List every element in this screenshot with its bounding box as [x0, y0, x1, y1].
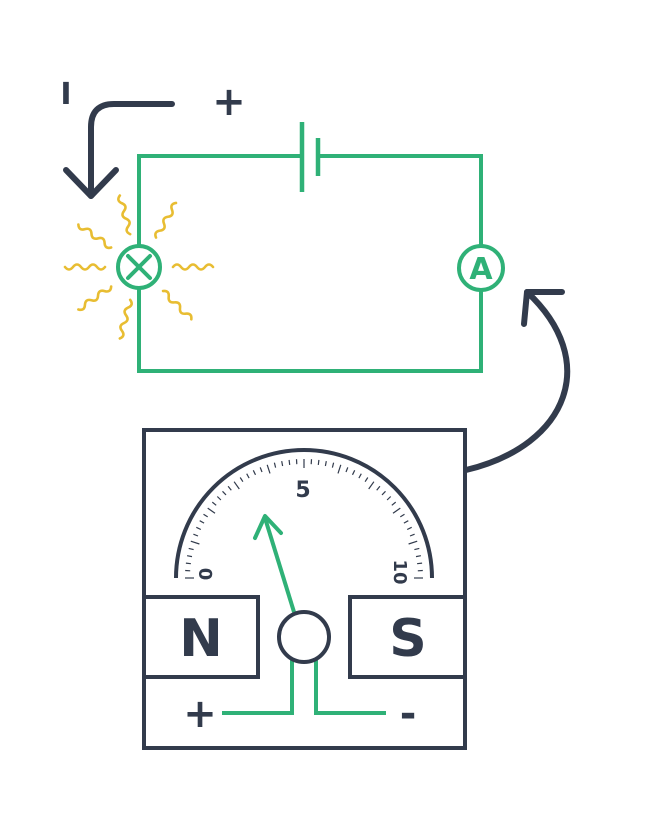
circuit-wire-bottom — [137, 288, 483, 373]
scale-label-min: 0 — [196, 568, 217, 581]
scale-tick — [259, 467, 263, 473]
magnet-north — [142, 595, 260, 679]
scale-tick — [331, 462, 335, 468]
scale-tick — [399, 513, 405, 518]
scale-tick — [190, 540, 200, 545]
scale-tick — [337, 464, 342, 474]
scale-tick — [216, 496, 222, 501]
scale-tick — [193, 533, 199, 537]
light-ray — [154, 201, 178, 239]
scale-tick — [273, 462, 277, 468]
meter-needle — [253, 514, 296, 613]
light-ray — [171, 263, 215, 271]
current-direction-arrow-icon — [63, 101, 175, 199]
ammeter: A — [457, 244, 505, 292]
meter-scale-arc — [174, 448, 434, 579]
scale-tick — [381, 490, 386, 496]
lamp-light-rays — [63, 194, 215, 340]
scale-tick — [252, 470, 257, 476]
scale-tick — [196, 526, 202, 531]
scale-tick — [266, 464, 271, 474]
scale-tick — [392, 507, 401, 514]
scale-tick — [345, 467, 349, 473]
lamp — [116, 244, 162, 290]
scale-tick — [185, 562, 191, 565]
ammeter-symbol: A — [469, 252, 493, 287]
scale-tick — [186, 555, 193, 558]
light-ray — [77, 223, 113, 250]
connector-arrow-icon — [463, 289, 571, 473]
light-ray — [117, 194, 132, 236]
scale-tick — [199, 520, 205, 524]
scale-tick — [351, 470, 356, 476]
scale-tick — [376, 485, 381, 491]
scale-tick — [409, 533, 415, 537]
light-ray — [63, 263, 107, 271]
scale-tick — [211, 501, 217, 506]
meter-scale-ticks — [185, 459, 423, 579]
scale-tick — [288, 459, 291, 465]
scale-tick — [203, 513, 209, 518]
scale-tick — [281, 460, 284, 467]
meter-housing — [142, 428, 467, 750]
scale-tick — [227, 485, 232, 491]
magnet-south-label: S — [389, 609, 426, 669]
terminal-negative-label: - — [400, 691, 417, 737]
scale-tick — [246, 473, 250, 479]
scale-tick — [188, 547, 194, 551]
magnet-south — [348, 595, 467, 679]
scale-tick — [406, 526, 412, 531]
scale-tick — [408, 540, 418, 545]
scale-tick — [414, 547, 420, 551]
circuit-wire-top-left — [137, 154, 302, 248]
light-ray — [77, 285, 113, 312]
scale-label-mid: 5 — [295, 478, 310, 503]
moving-coil-meter: 0 5 10 N S + - — [142, 428, 467, 750]
scale-tick — [403, 520, 409, 524]
scale-tick — [207, 507, 216, 514]
scale-tick — [324, 460, 327, 467]
scale-tick — [391, 501, 397, 506]
scale-tick — [317, 459, 320, 465]
terminal-positive-label: + — [183, 691, 217, 737]
scale-tick — [222, 490, 227, 496]
scale-tick — [364, 477, 369, 483]
scale-label-max: 10 — [389, 559, 410, 584]
light-ray — [161, 289, 193, 321]
coil-lead-negative — [314, 660, 386, 715]
scale-tick — [239, 477, 244, 483]
magnet-north-label: N — [179, 609, 223, 669]
scale-tick — [386, 496, 392, 501]
battery-cell — [299, 122, 321, 192]
scale-tick — [233, 481, 240, 490]
light-ray — [118, 298, 133, 340]
meter-coil — [277, 610, 331, 664]
scale-tick — [415, 555, 422, 558]
current-label: I — [60, 77, 71, 112]
scale-tick — [417, 562, 423, 565]
circuit-wire-top-right — [318, 154, 483, 246]
scale-tick — [368, 481, 375, 490]
circuit: A I + — [60, 77, 505, 373]
scale-tick — [358, 473, 362, 479]
coil-lead-positive — [222, 660, 294, 715]
battery-positive-label: + — [212, 79, 246, 125]
